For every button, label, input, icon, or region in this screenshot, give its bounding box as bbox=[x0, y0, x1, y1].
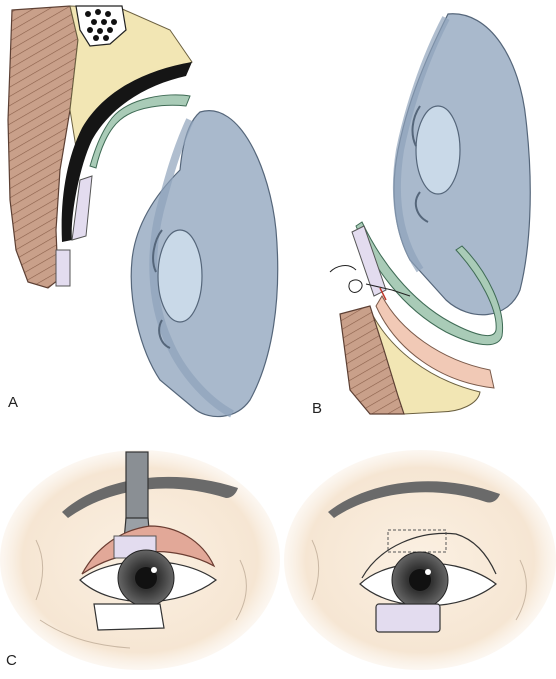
panel-b-globe bbox=[393, 13, 531, 316]
panel-b-ciliary bbox=[411, 105, 429, 223]
panel-label-c: C bbox=[6, 652, 17, 669]
panel-c-left-brow bbox=[62, 476, 238, 518]
panel-c-right-wrinkles bbox=[311, 539, 527, 621]
panel-c-left-highlight bbox=[151, 567, 157, 573]
panel-a-graft-green bbox=[89, 94, 191, 169]
panel-a-sclera-wall bbox=[149, 118, 234, 418]
panel-c-right-brow bbox=[328, 481, 500, 518]
panel-a-diagram bbox=[7, 5, 279, 418]
panel-b-diagram bbox=[329, 13, 531, 415]
panel-c-right-eye bbox=[284, 450, 556, 670]
panel-c-left-wrinkles bbox=[35, 539, 247, 649]
panel-c-left-pupil bbox=[135, 567, 157, 589]
panel-b-muscle bbox=[339, 305, 405, 415]
panel-label-a: A bbox=[8, 394, 19, 411]
panel-c-right-graft-lower bbox=[375, 603, 441, 633]
panel-c-left-graft-lower bbox=[93, 603, 165, 631]
panel-c-right-highlight bbox=[425, 569, 431, 575]
panel-b-lens bbox=[415, 105, 461, 195]
panel-b-suture bbox=[329, 265, 411, 297]
panel-a-lid-margin bbox=[55, 249, 71, 287]
panel-a-ciliary bbox=[152, 229, 171, 349]
panel-a-muscle bbox=[7, 5, 79, 289]
panel-b-pink-band bbox=[375, 294, 495, 389]
panel-b-sclera-wall bbox=[392, 16, 450, 273]
panel-c-right-upper-lid bbox=[361, 532, 497, 579]
panel-a-periosteum bbox=[61, 62, 193, 242]
panel-b-fixation-bar bbox=[379, 287, 387, 301]
panel-a-lens bbox=[157, 229, 203, 323]
panel-c-retractor-handle bbox=[125, 451, 149, 523]
panel-a-graft-lavender bbox=[71, 175, 93, 241]
panel-label-b: B bbox=[312, 400, 323, 417]
panel-c-left-eye bbox=[0, 450, 280, 670]
panel-b-fat bbox=[369, 309, 481, 415]
panel-b-graft-lavender bbox=[351, 225, 387, 297]
panel-c-right-pupil bbox=[409, 569, 431, 591]
panel-a-bone-dots bbox=[85, 9, 117, 41]
panel-b-graft-green bbox=[355, 221, 504, 346]
